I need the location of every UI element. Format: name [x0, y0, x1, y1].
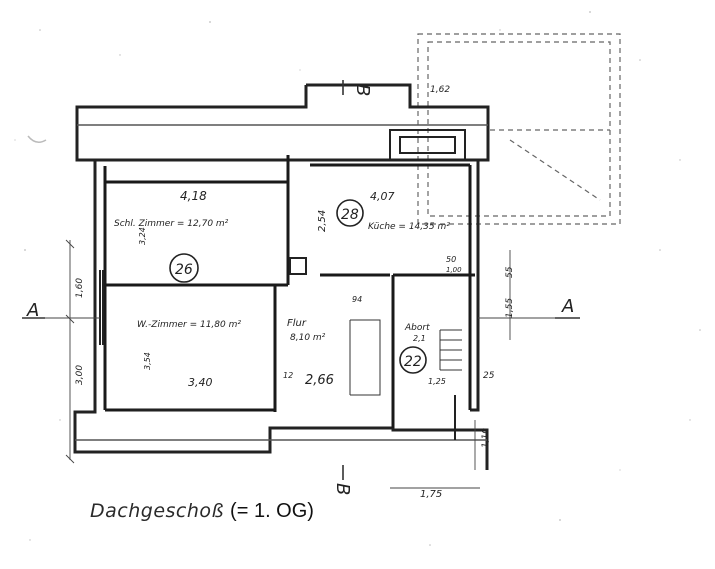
- section-mark-a-left: A: [26, 300, 39, 321]
- dim-50: 50: [446, 255, 456, 264]
- room-number-kueche: 28: [336, 199, 364, 227]
- caption-handwritten: Dachgeschoß: [90, 500, 224, 522]
- room-number-abort: 22: [399, 346, 427, 374]
- room-label-schlafzimmer: Schl. Zimmer = 12,70 m²: [114, 219, 229, 229]
- room-label-wohnzimmer: W.-Zimmer = 11,80 m²: [137, 320, 241, 330]
- dim-266: 2,66: [305, 373, 334, 388]
- section-mark-b-bottom: B: [332, 483, 353, 495]
- dim-300: 3,00: [75, 365, 85, 385]
- dim-254: 2,54: [317, 210, 328, 232]
- dim-12: 12: [283, 371, 293, 380]
- room-number-schlafzimmer: 26: [169, 253, 199, 283]
- section-mark-b-top: B: [352, 84, 373, 96]
- chimney: [289, 129, 466, 275]
- room-area-flur: 8,10 m²: [290, 333, 326, 343]
- dim-160: 1,60: [75, 278, 85, 298]
- room-label-abort: Abort: [404, 323, 430, 333]
- dim-110: 1,10: [481, 428, 491, 448]
- svg-text:26: 26: [175, 262, 193, 278]
- svg-text:28: 28: [341, 207, 359, 223]
- room-label-kueche: Küche = 14,35 m²: [368, 222, 450, 232]
- interior-walls: [103, 155, 475, 428]
- roof-overhang: [75, 124, 488, 441]
- dim-354: 3,54: [143, 352, 152, 370]
- section-mark-a-right: A: [561, 296, 574, 317]
- staircase: [349, 319, 462, 396]
- dim-324: 3,24: [138, 227, 147, 245]
- dim-162: 1,62: [430, 85, 450, 95]
- dim-155: 1,55: [505, 298, 515, 318]
- caption-typed: (= 1. OG): [230, 500, 314, 522]
- paper-speckles: [14, 11, 701, 546]
- dim-100: 1,00: [446, 266, 462, 274]
- section-lines: [22, 80, 580, 480]
- dim-125: 1,25: [428, 377, 446, 386]
- dim-175: 1,75: [420, 489, 442, 500]
- windows: [99, 270, 456, 440]
- room-area-abort: 2,1: [413, 334, 426, 343]
- dim-418: 4,18: [180, 189, 207, 203]
- dim-25: 25: [483, 371, 495, 381]
- outer-walls: [73, 83, 490, 470]
- svg-text:22: 22: [404, 354, 422, 370]
- dim-94: 94: [352, 295, 362, 304]
- room-label-flur: Flur: [287, 318, 307, 329]
- dim-340: 3,40: [188, 376, 213, 389]
- paper-curl-mark: [27, 135, 47, 143]
- dim-407: 4,07: [370, 190, 395, 203]
- dimension-lines: [30, 239, 555, 489]
- floor-caption: Dachgeschoß (= 1. OG): [90, 500, 314, 523]
- dim-55: 55: [505, 266, 515, 278]
